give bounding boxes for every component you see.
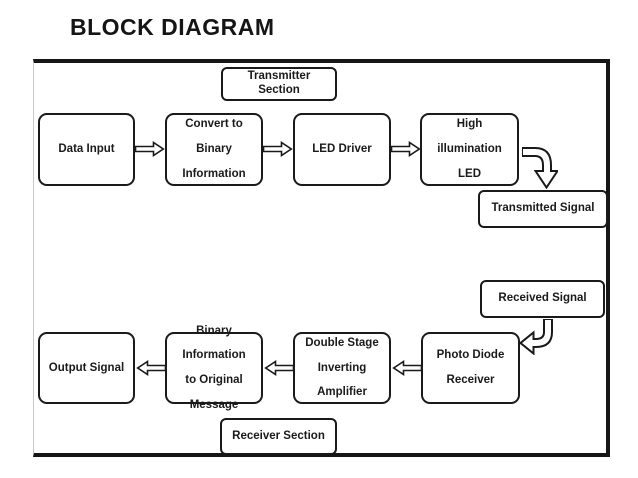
transmitter-section-label: Transmitter Section [247, 70, 311, 96]
arrow-left-icon [392, 360, 422, 376]
node-data-input: Data Input [38, 113, 135, 186]
node-label: High illumination [437, 118, 502, 156]
curved-arrow-left-icon [519, 319, 557, 355]
page-title: BLOCK DIAGRAM [70, 14, 275, 40]
receiver-section-label: Receiver Section [232, 429, 325, 442]
node-label: Output Signal [48, 361, 125, 374]
node-label: Data Input [58, 143, 115, 156]
receiver-section-label-box: Receiver Section [220, 418, 337, 455]
node-label: LED [458, 167, 481, 180]
curved-arrow-down-icon [522, 147, 558, 189]
node-photo-diode-receiver: Photo Diode Receiver [421, 332, 520, 404]
node-label: Receiver [446, 374, 495, 386]
node-label: Received Signal [498, 292, 587, 305]
node-high-illumination-led: High illumination LED [420, 113, 519, 186]
node-binary-to-original: Binary Information to Original Message [165, 325, 263, 411]
arrow-left-icon [136, 360, 166, 376]
node-label: to Original Message [185, 374, 243, 411]
node-led-driver: LED Driver [293, 113, 391, 186]
node-label: Photo Diode [436, 349, 505, 362]
node-label: Convert to [185, 118, 243, 131]
arrow-right-icon [263, 141, 293, 157]
node-label: Binary Information [182, 143, 246, 180]
node-output-signal: Output Signal [38, 332, 135, 404]
transmitter-section-label-box: Transmitter Section [221, 67, 337, 101]
node-transmitted-signal: Transmitted Signal [478, 190, 608, 228]
node-label: Inverting Amplifier [317, 361, 367, 399]
arrow-right-icon [391, 141, 421, 157]
node-label: Transmitted Signal [491, 202, 595, 215]
node-label: Double Stage [305, 336, 379, 349]
node-received-signal: Received Signal [480, 280, 605, 318]
node-label: Binary Information [182, 324, 246, 362]
node-convert-to-binary: Convert to Binary Information [165, 113, 263, 186]
node-label: LED Driver [312, 143, 372, 156]
node-double-stage-amplifier: Double Stage Inverting Amplifier [293, 332, 391, 404]
arrow-right-icon [135, 141, 165, 157]
arrow-left-icon [264, 360, 294, 376]
